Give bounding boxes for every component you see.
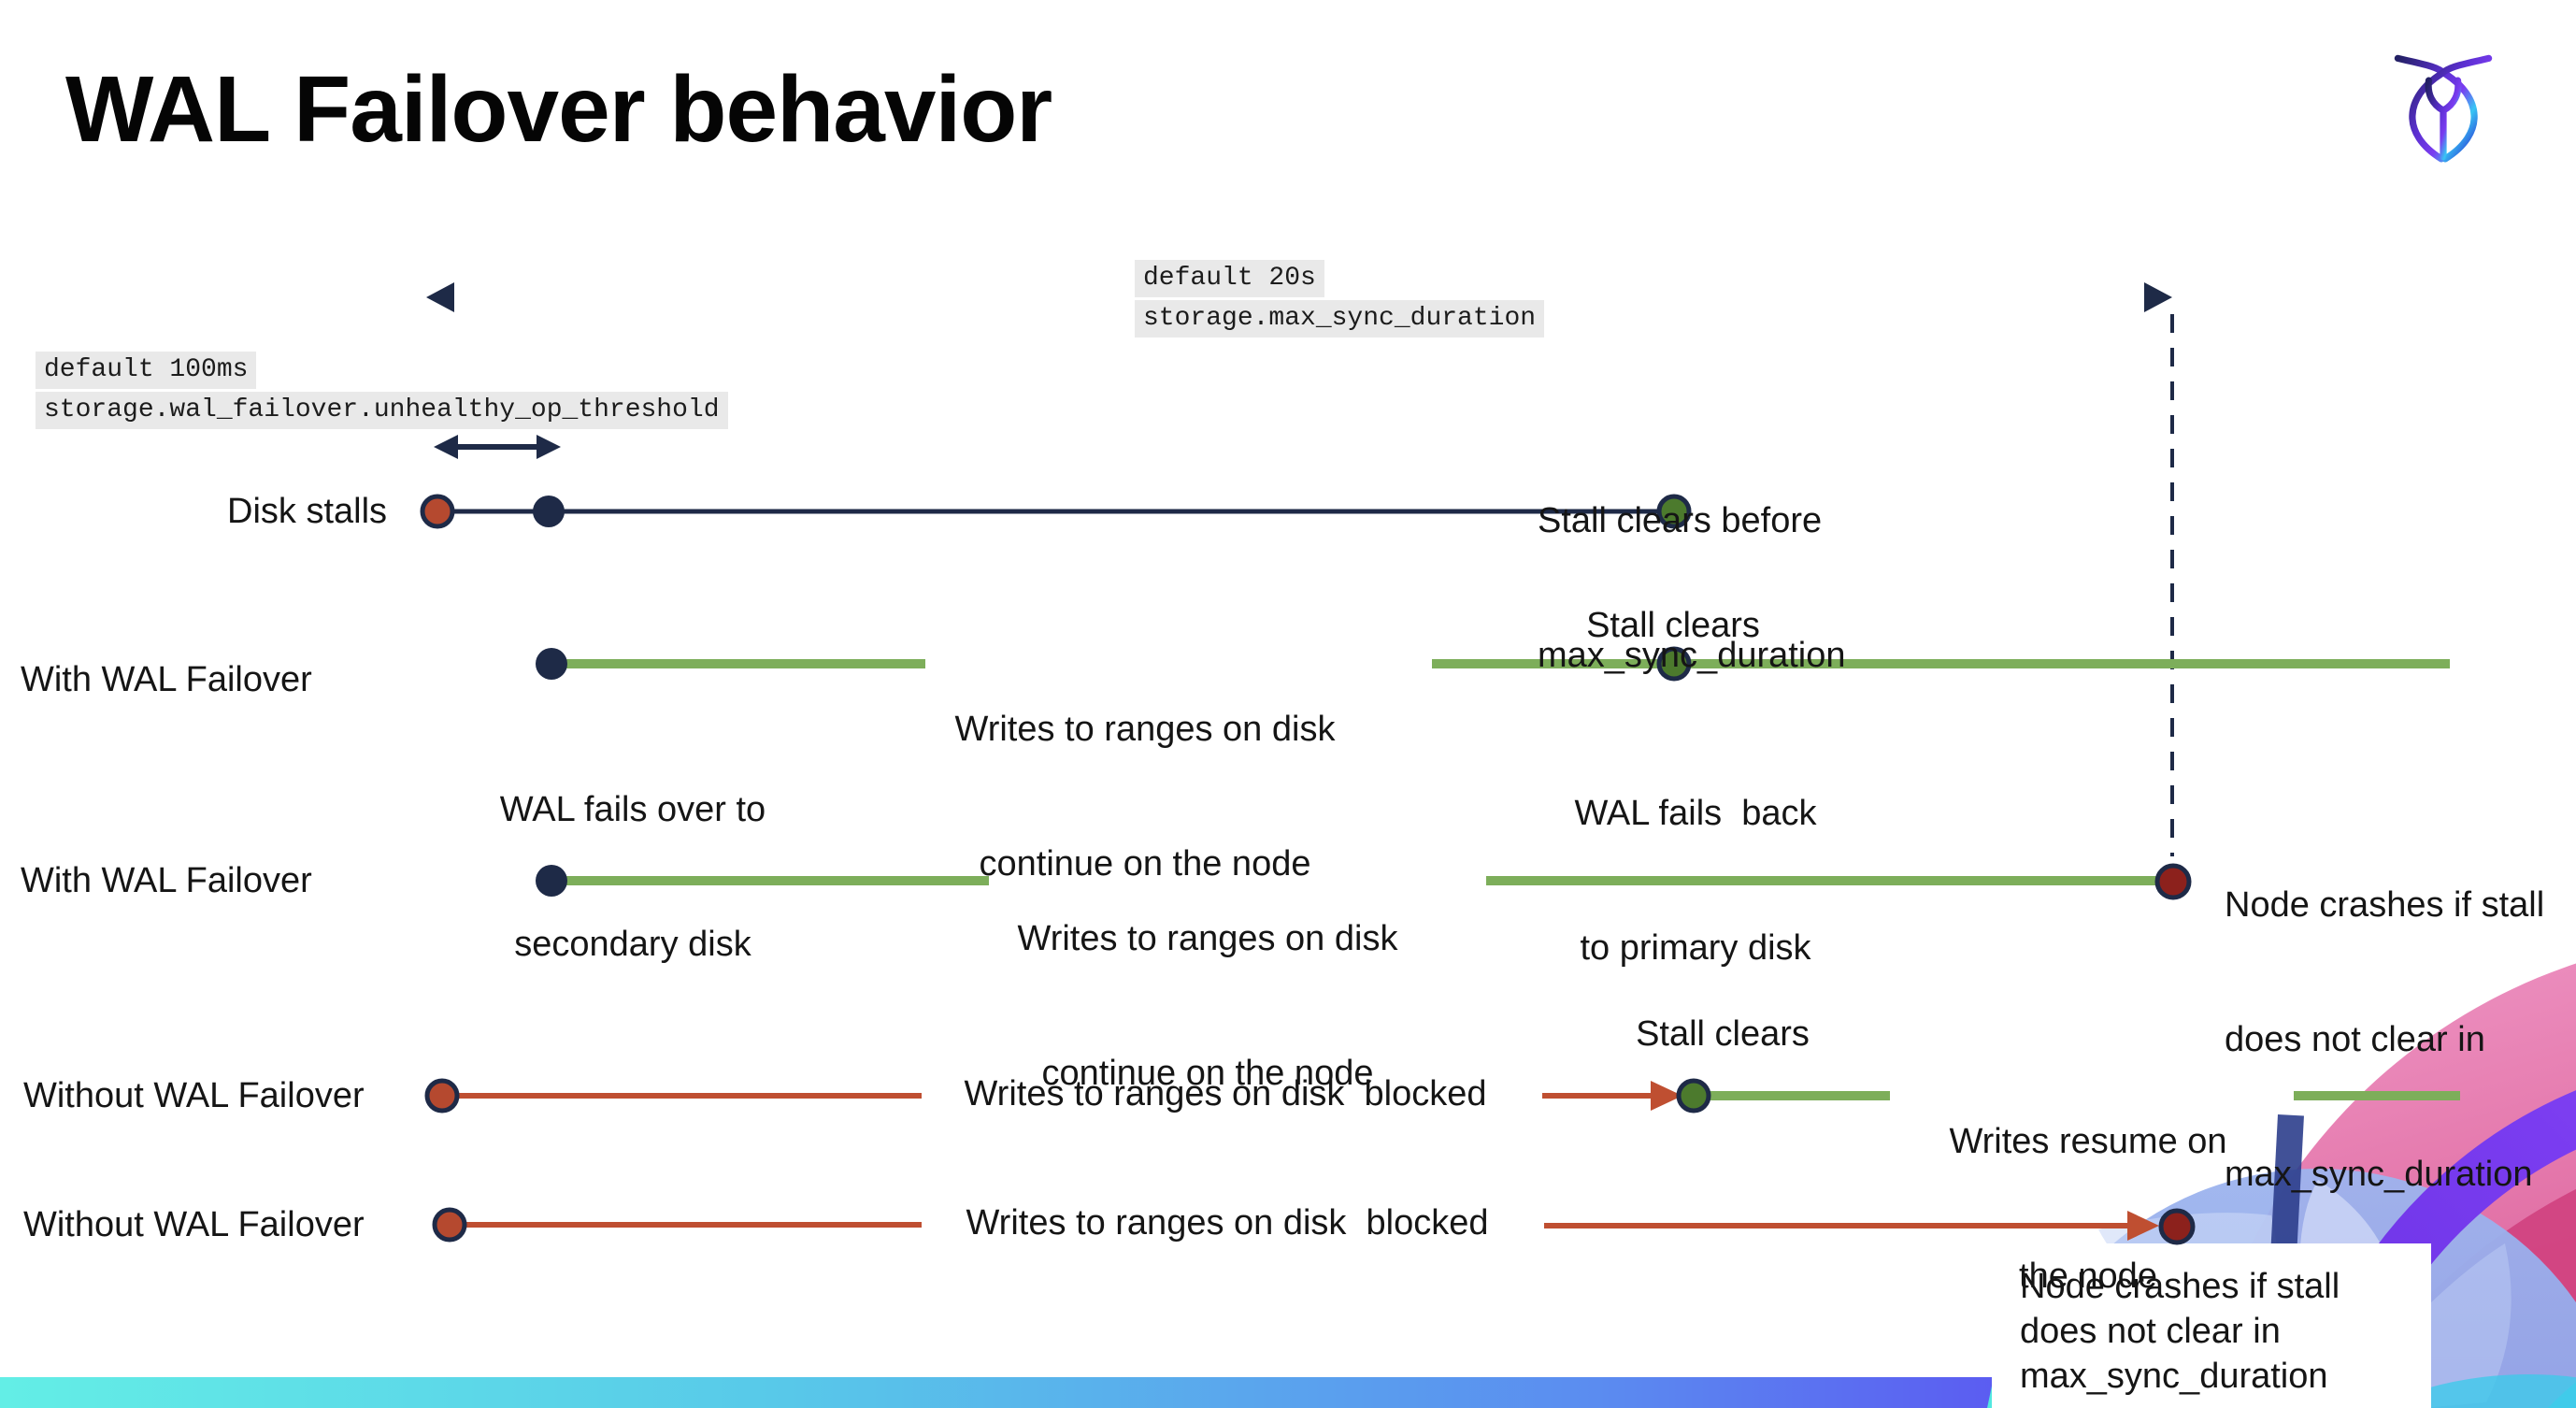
stall-start-dot <box>432 1207 467 1243</box>
max-sync-duration-callout: default 20s storage.max_sync_duration <box>1135 260 1545 340</box>
unhealthy-op-threshold-arrow <box>434 435 561 459</box>
note-writes-blocked-1: Writes to ranges on disk blocked <box>964 1074 1487 1113</box>
red-arrowhead-icon <box>1651 1081 1682 1111</box>
red-arrowhead-icon <box>2127 1211 2159 1241</box>
arrowhead-left-icon <box>426 282 454 312</box>
stall-start-dot <box>424 1078 460 1113</box>
note-writes-continue-1: Writes to ranges on disk continue on the… <box>954 710 1336 884</box>
note-wal-fails-back: WAL fails back to primary disk <box>1574 794 1817 968</box>
stall-start-dot <box>420 494 455 529</box>
node-crash-note-line1: Node crashes if stall <box>2020 1267 2340 1306</box>
cockroachdb-logo-icon <box>2394 54 2493 163</box>
row-label-without-wal-1: Without WAL Failover <box>23 1076 365 1115</box>
note-node-crashes-2: Node crashes if stall does not clear in … <box>2225 885 2545 1194</box>
unhealthy-op-threshold-callout: default 100ms storage.wal_failover.unhea… <box>36 352 728 432</box>
crash-dot <box>2154 863 2192 900</box>
arrowhead-right-icon <box>2144 282 2172 312</box>
art-cyan-arc-2 <box>2373 1374 2576 1408</box>
without-wal-failover-2-timeline <box>432 1207 2196 1245</box>
max-sync-duration-arrow <box>426 282 2172 312</box>
disk-stalls-timeline <box>420 494 1692 529</box>
threshold-dot <box>533 496 565 527</box>
note-writes-resume: Writes resume on the node <box>1949 1122 2227 1296</box>
row-label-without-wal-2: Without WAL Failover <box>23 1205 365 1244</box>
without-wal-failover-1-timeline <box>424 1078 2460 1113</box>
unhealthy-op-default-label: default 100ms <box>36 352 257 389</box>
note-writes-continue-2: Writes to ranges on disk continue on the… <box>1017 919 1398 1093</box>
max-sync-default-label: default 20s <box>1135 260 1324 297</box>
failover-dot <box>536 865 567 897</box>
note-stall-clears-before: Stall clears before max_sync_duration <box>1538 501 1846 675</box>
with-wal-failover-1-timeline <box>536 646 2450 682</box>
arrowhead-right-icon <box>537 435 561 459</box>
row-label-disk-stalls: Disk stalls <box>227 492 388 531</box>
with-wal-failover-2-timeline <box>536 863 2192 900</box>
note-stall-clears-1: Stall clears <box>1586 606 1760 645</box>
max-sync-setting-name: storage.max_sync_duration <box>1135 300 1545 338</box>
row-label-with-wal-1: With WAL Failover <box>21 660 312 699</box>
failover-dot <box>536 648 567 680</box>
stall-clear-dot <box>1656 494 1692 529</box>
stall-clear-dot <box>1656 646 1692 682</box>
row-label-with-wal-2: With WAL Failover <box>21 861 312 900</box>
arrowhead-left-icon <box>434 435 458 459</box>
unhealthy-op-setting-name: storage.wal_failover.unhealthy_op_thresh… <box>36 392 728 429</box>
note-wal-fails-over: WAL fails over to secondary disk <box>499 790 766 964</box>
node-crash-note-box: Node crashes if stall does not clear in … <box>1992 1243 2431 1408</box>
note-writes-blocked-2: Writes to ranges on disk blocked <box>966 1203 1489 1243</box>
node-crash-note-line2: does not clear in <box>2020 1312 2281 1351</box>
crash-dot <box>2158 1208 2196 1245</box>
page-title: WAL Failover behavior <box>65 57 1052 162</box>
node-crash-note-line3: max_sync_duration <box>2020 1357 2328 1396</box>
stall-clear-dot <box>1676 1078 1711 1113</box>
note-stall-clears-without: Stall clears <box>1636 1014 1810 1054</box>
